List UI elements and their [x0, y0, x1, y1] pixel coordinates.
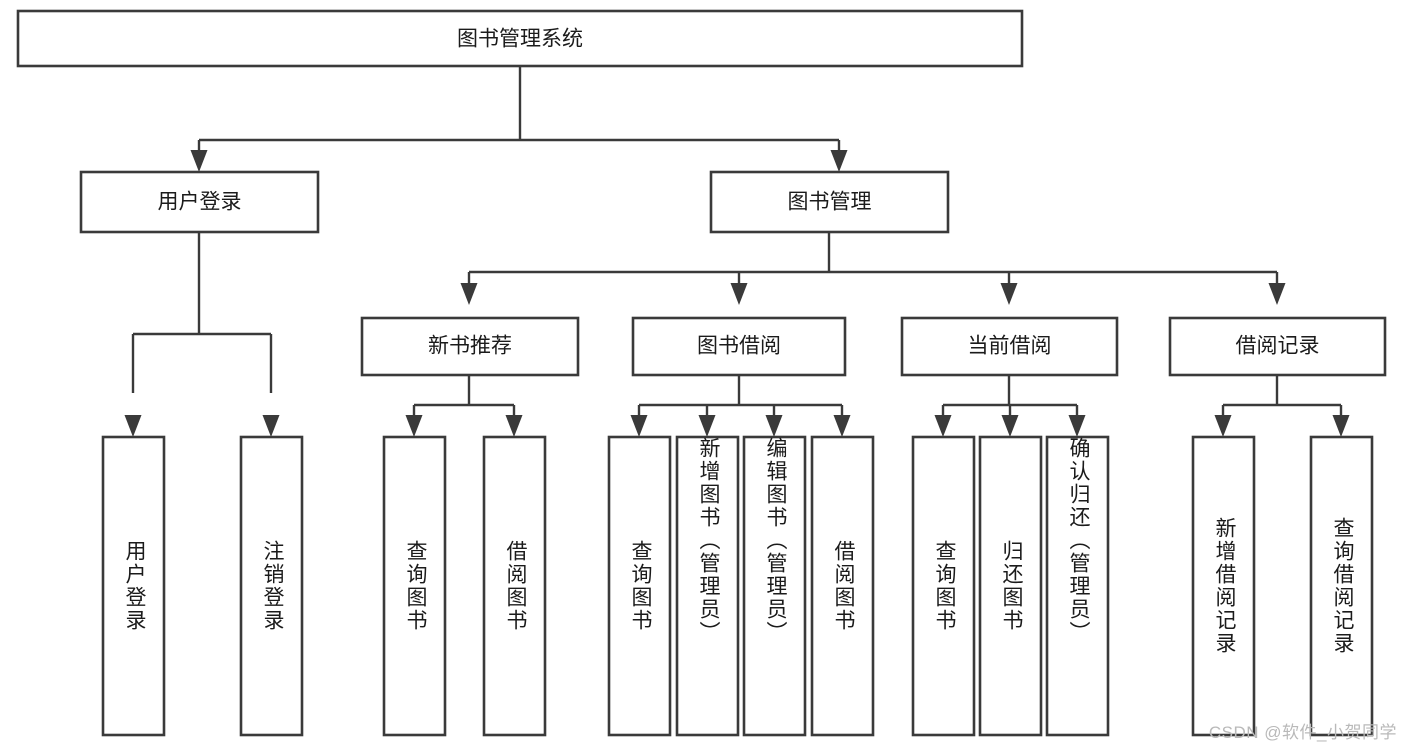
connector-book-borrow-to-leaves: [630, 375, 851, 437]
leaf-box-query-book-3[interactable]: [911, 435, 976, 737]
connector-new-book-to-leaves: [405, 375, 523, 437]
node-user-login-label: 用户登录: [158, 191, 242, 214]
leaf-box-query-book-2[interactable]: [607, 435, 672, 737]
leaf-box-add-book-admin[interactable]: [675, 435, 740, 737]
node-book-management[interactable]: 图书管理: [709, 170, 950, 234]
connector-root-to-level2: [190, 66, 848, 172]
node-root-system[interactable]: 图书管理系统: [16, 9, 1024, 68]
connector-user-login-to-leaves: [124, 232, 280, 437]
leaf-group-borrow-record: [1191, 435, 1374, 737]
connector-borrow-record-to-leaves: [1214, 375, 1350, 437]
node-current-borrow[interactable]: 当前借阅: [900, 316, 1119, 377]
leaf-group-book-borrow: [607, 435, 875, 737]
leaf-group-current-borrow: [911, 435, 1110, 737]
leaf-box-edit-book-admin[interactable]: [742, 435, 807, 737]
csdn-watermark: CSDN @软件_小贺同学: [1208, 723, 1397, 742]
leaf-box-borrow-book-2[interactable]: [810, 435, 875, 737]
node-new-book-recommend[interactable]: 新书推荐: [360, 316, 580, 377]
node-new-book-recommend-label: 新书推荐: [428, 335, 512, 358]
node-root-system-label: 图书管理系统: [457, 28, 583, 51]
leaf-group-new-book-recommend: [382, 435, 547, 737]
node-book-borrow[interactable]: 图书借阅: [631, 316, 847, 377]
leaf-box-query-book-1[interactable]: [382, 435, 447, 737]
connector-current-borrow-to-leaves: [934, 375, 1086, 437]
leaf-box-user-login[interactable]: [101, 435, 166, 737]
leaf-box-confirm-return-admin[interactable]: [1045, 435, 1110, 737]
leaf-box-return-book[interactable]: [978, 435, 1043, 737]
node-book-borrow-label: 图书借阅: [697, 335, 781, 358]
node-current-borrow-label: 当前借阅: [968, 335, 1052, 358]
connector-book-mgmt-to-level3: [460, 232, 1286, 305]
leaf-group-user-login: [101, 435, 304, 737]
node-borrow-record-label: 借阅记录: [1236, 335, 1320, 358]
leaf-box-query-borrow-record[interactable]: [1309, 435, 1374, 737]
node-book-management-label: 图书管理: [788, 191, 872, 214]
leaf-box-add-borrow-record[interactable]: [1191, 435, 1256, 737]
node-borrow-record[interactable]: 借阅记录: [1168, 316, 1387, 377]
leaf-box-logout-login[interactable]: [239, 435, 304, 737]
node-user-login[interactable]: 用户登录: [79, 170, 320, 234]
leaf-box-borrow-book-1[interactable]: [482, 435, 547, 737]
